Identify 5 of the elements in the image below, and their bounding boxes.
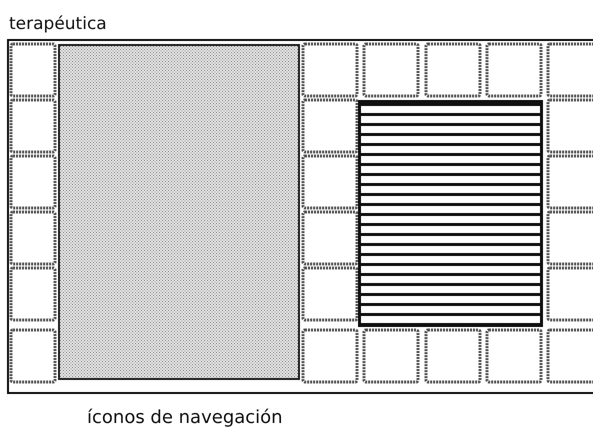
label-text: íconos de navegación xyxy=(87,407,283,428)
stippled-panel xyxy=(58,44,300,380)
striped-panel xyxy=(358,100,543,327)
title-text: terapéutica xyxy=(9,14,107,34)
navigation-bar xyxy=(7,392,593,444)
